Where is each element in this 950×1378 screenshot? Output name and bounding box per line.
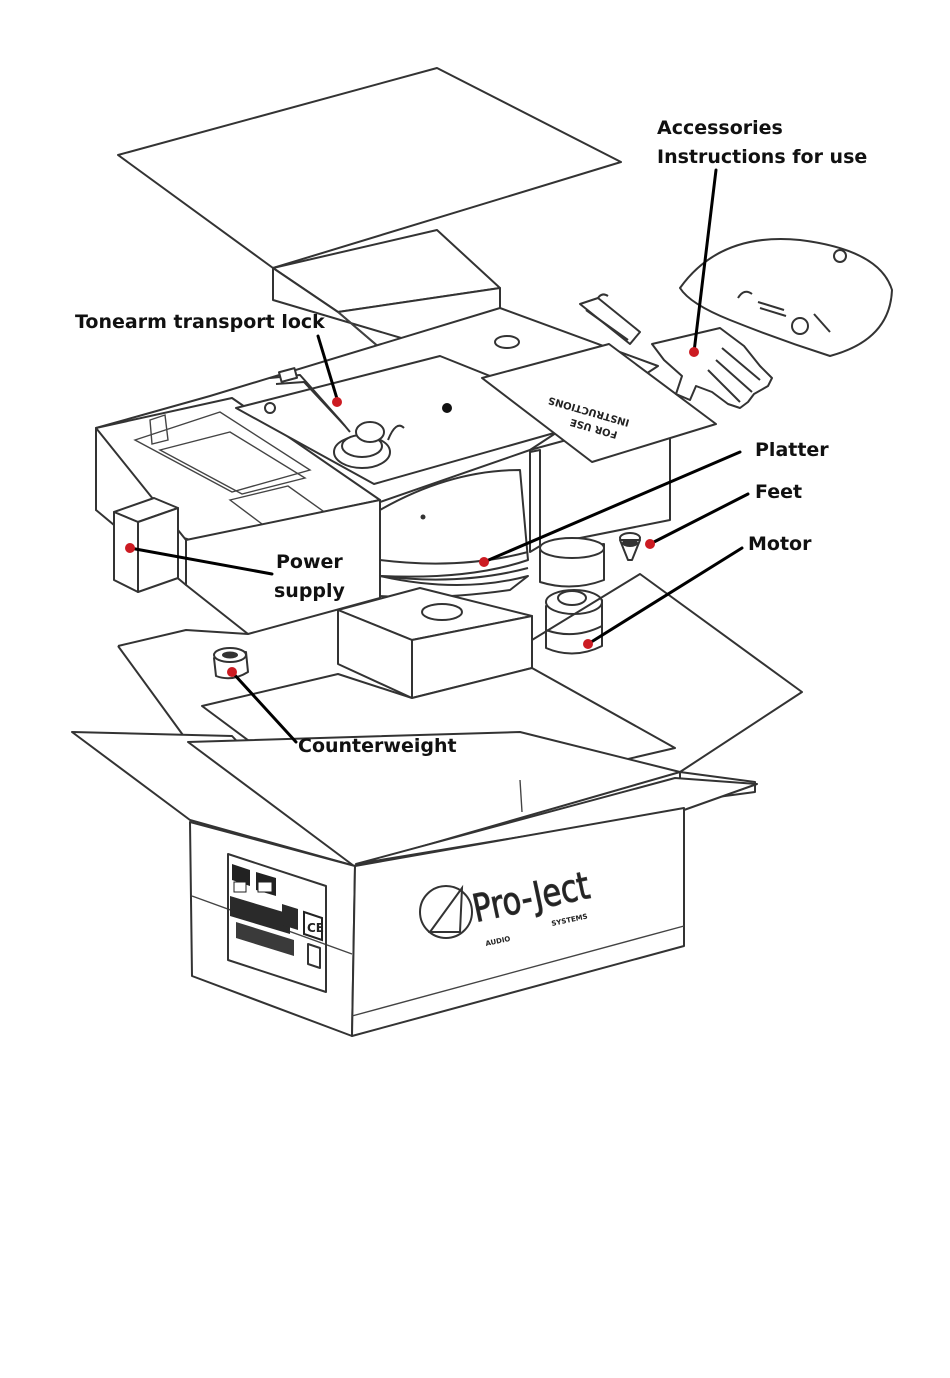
- label-counterweight: Counterweight: [298, 735, 457, 757]
- cardboard-box: CE Pro-Ject AUDIO SYSTEMS: [72, 732, 757, 1036]
- leader-motor: [588, 548, 742, 644]
- label-power-supply-line2: supply: [274, 580, 346, 602]
- marker-feet: [645, 539, 655, 549]
- feet: [620, 533, 640, 560]
- marker-accessories: [689, 347, 699, 357]
- motor: [546, 590, 602, 654]
- marker-counterweight: [227, 667, 237, 677]
- motor-spare: [540, 538, 604, 587]
- label-power-supply-line1: Power: [276, 551, 343, 573]
- marker-motor: [583, 639, 593, 649]
- label-motor: Motor: [748, 533, 812, 555]
- svg-text:CE: CE: [307, 921, 324, 935]
- power-supply: [114, 498, 178, 592]
- label-instructions: Instructions for use: [657, 146, 867, 168]
- marker-tonearm-lock: [332, 397, 342, 407]
- marker-platter: [479, 557, 489, 567]
- label-accessories: Accessories: [657, 117, 783, 139]
- label-feet: Feet: [755, 481, 802, 503]
- top-foam-sheet: [118, 68, 621, 268]
- label-tonearm-lock: Tonearm transport lock: [75, 311, 325, 333]
- label-platter: Platter: [755, 439, 829, 461]
- marker-power-supply: [125, 543, 135, 553]
